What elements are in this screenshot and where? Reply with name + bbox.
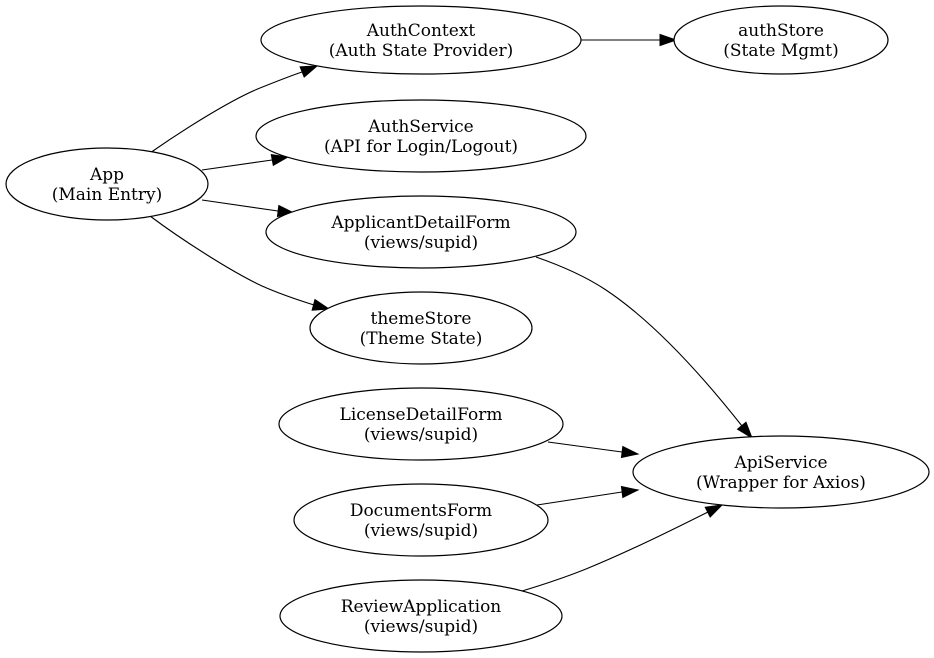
- node-ellipse: [5, 147, 209, 221]
- edge-line: [149, 215, 315, 306]
- node-documentsform: DocumentsForm(views/supid): [293, 483, 549, 557]
- edge-licensedetailform-to-apiservice: [547, 441, 640, 459]
- edge-documentsform-to-apiservice: [536, 485, 640, 506]
- node-title: themeStore: [371, 309, 472, 329]
- node-subtitle: (views/supid): [364, 617, 478, 637]
- node-subtitle: (API for Login/Logout): [324, 137, 518, 157]
- node-subtitle: (Wrapper for Axios): [696, 473, 866, 493]
- edge-app-to-authservice: [201, 153, 290, 171]
- arrowhead-icon: [270, 153, 290, 167]
- node-subtitle: (State Mgmt): [723, 41, 838, 61]
- arrowhead-icon: [659, 33, 678, 47]
- node-subtitle: (views/supid): [364, 233, 478, 253]
- nodes-layer: App(Main Entry) AuthContext(Auth State Pr…: [5, 5, 930, 653]
- arrowhead-icon: [299, 65, 319, 78]
- node-themestore: themeStore(Theme State): [309, 291, 533, 365]
- node-title: ReviewApplication: [341, 597, 502, 617]
- node-ellipse: [673, 5, 889, 75]
- node-ellipse: [260, 5, 582, 75]
- node-app: App(Main Entry): [5, 147, 209, 221]
- edge-line: [547, 441, 623, 453]
- node-reviewapplication: ReviewApplication(views/supid): [279, 579, 563, 653]
- edge-line: [201, 159, 273, 171]
- arrowhead-icon: [736, 421, 753, 440]
- edge-authcontext-to-authstore: [581, 33, 678, 47]
- node-title: ApplicantDetailForm: [330, 213, 510, 233]
- node-ellipse: [309, 291, 533, 365]
- node-title: LicenseDetailForm: [340, 405, 503, 425]
- node-title: ApiService: [733, 453, 827, 473]
- edge-app-to-applicantdetailform: [201, 199, 296, 218]
- node-subtitle: (Main Entry): [52, 185, 163, 205]
- arrowhead-icon: [620, 445, 640, 459]
- edge-line: [149, 71, 303, 154]
- node-subtitle: (Auth State Provider): [329, 41, 514, 61]
- edge-line: [535, 256, 743, 427]
- node-title: App: [89, 165, 124, 185]
- arrowhead-icon: [704, 504, 724, 518]
- node-ellipse: [278, 387, 564, 461]
- edge-line: [201, 199, 279, 212]
- node-ellipse: [255, 99, 587, 173]
- edge-app-to-themestore: [149, 215, 331, 311]
- node-applicantdetailform: ApplicantDetailForm(views/supid): [265, 195, 577, 269]
- node-subtitle: (Theme State): [360, 329, 483, 349]
- node-subtitle: (views/supid): [364, 521, 478, 541]
- node-subtitle: (views/supid): [364, 425, 478, 445]
- edge-line: [521, 511, 709, 592]
- node-authstore: authStore(State Mgmt): [673, 5, 889, 75]
- node-ellipse: [632, 435, 930, 509]
- node-title: AuthService: [367, 117, 473, 137]
- node-title: AuthContext: [366, 21, 476, 41]
- arrowhead-icon: [620, 485, 640, 499]
- arrowhead-icon: [311, 298, 331, 311]
- edge-line: [536, 491, 623, 506]
- node-title: authStore: [738, 21, 824, 41]
- node-authservice: AuthService(API for Login/Logout): [255, 99, 587, 173]
- edge-applicantdetailform-to-apiservice: [535, 256, 753, 440]
- node-ellipse: [293, 483, 549, 557]
- node-ellipse: [265, 195, 577, 269]
- node-licensedetailform: LicenseDetailForm(views/supid): [278, 387, 564, 461]
- edge-reviewapplication-to-apiservice: [521, 504, 724, 592]
- node-title: DocumentsForm: [350, 501, 492, 521]
- node-authcontext: AuthContext(Auth State Provider): [260, 5, 582, 75]
- node-apiservice: ApiService(Wrapper for Axios): [632, 435, 930, 509]
- edge-app-to-authcontext: [149, 65, 319, 154]
- node-ellipse: [279, 579, 563, 653]
- edges-layer: [149, 33, 753, 592]
